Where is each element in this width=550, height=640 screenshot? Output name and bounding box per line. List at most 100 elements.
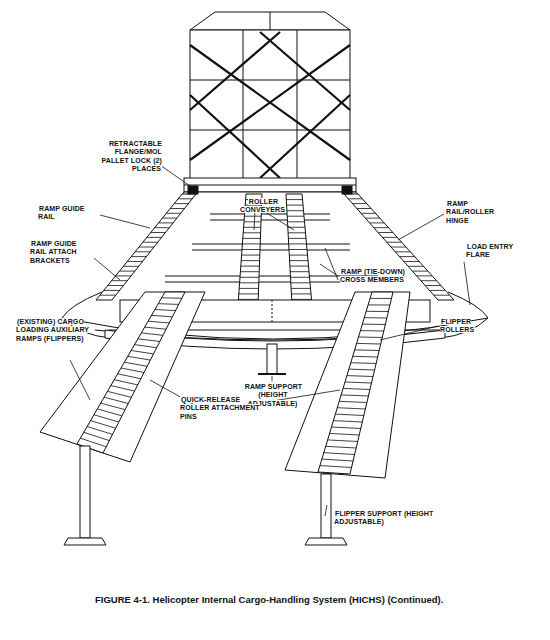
roller <box>124 362 147 366</box>
roller <box>364 317 387 318</box>
roller <box>158 303 179 305</box>
roller <box>166 213 180 214</box>
part-label: QUICK-RELEASE ROLLER ATTACHMENT PINS <box>180 396 260 420</box>
roller <box>104 290 120 291</box>
part-label: LOAD ENTRY FLARE <box>466 243 513 258</box>
roller <box>408 266 423 267</box>
roller <box>241 266 260 267</box>
roller <box>143 242 158 243</box>
roller <box>291 293 311 294</box>
roller <box>288 221 305 222</box>
roller <box>291 277 310 278</box>
roller <box>387 242 402 243</box>
roller <box>383 237 398 238</box>
roller <box>84 432 110 440</box>
label-box: RAMP GUIDE RAIL ATTACH BRACKETS <box>30 240 94 265</box>
roller <box>328 440 358 442</box>
roller <box>239 288 258 289</box>
roller <box>121 368 144 373</box>
roller <box>359 337 383 339</box>
roller <box>139 247 154 248</box>
roller <box>242 243 260 244</box>
roller <box>141 333 163 335</box>
roller <box>288 238 306 239</box>
roller <box>240 271 259 272</box>
roller <box>170 208 184 209</box>
roller <box>80 438 106 447</box>
roller <box>343 388 370 389</box>
part-label: RAMP GUIDE RAIL ATTACH BRACKETS <box>30 240 77 264</box>
roller <box>244 221 261 222</box>
roller <box>287 216 304 217</box>
roller <box>244 216 261 217</box>
roller <box>348 198 362 199</box>
roller <box>345 382 372 383</box>
part-label: RAMP SUPPORT (HEIGHT ADJUSTABLE) <box>244 383 302 407</box>
roller <box>361 213 375 214</box>
roller <box>339 401 367 402</box>
roller <box>337 408 365 409</box>
roller <box>391 247 406 248</box>
roller <box>162 297 182 298</box>
roller <box>108 285 124 286</box>
roller <box>324 453 355 455</box>
roller <box>357 208 371 209</box>
roller <box>163 218 177 219</box>
roller-strokes <box>80 199 449 468</box>
roller <box>244 227 261 228</box>
roller <box>357 343 381 345</box>
roller <box>135 345 157 348</box>
roller <box>400 256 415 257</box>
label-box: RETRACTABLE FLANGE/MOL PALLET LOCK (2) P… <box>100 140 162 174</box>
roller <box>114 380 138 385</box>
roller <box>289 255 307 256</box>
roller <box>365 218 379 219</box>
roller <box>145 327 166 329</box>
part-label: RAMP GUIDE RAIL <box>38 205 85 220</box>
roller <box>417 275 433 276</box>
part-label: (EXISTING) CARGO LOADING AUXILIARY RAMPS… <box>16 318 89 342</box>
roller <box>421 280 437 281</box>
roller <box>347 375 373 377</box>
roller <box>335 414 363 415</box>
roller <box>148 321 169 323</box>
roller <box>111 386 135 392</box>
roller <box>425 285 441 286</box>
part-label: RAMP RAIL/ROLLER HINGE <box>446 200 494 224</box>
roller <box>91 421 116 429</box>
roller <box>355 349 380 351</box>
part-label: FLIPPER SUPPORT (HEIGHT ADJUSTABLE) <box>334 510 433 525</box>
roller <box>287 205 303 206</box>
part-label: FLIPPER ROLLERS <box>440 318 475 333</box>
roller <box>290 260 308 261</box>
roller <box>239 293 259 294</box>
roller <box>326 446 356 448</box>
roller <box>104 397 128 403</box>
roller <box>374 227 389 228</box>
roller <box>116 275 132 276</box>
roller <box>286 199 302 200</box>
label-box: RAMP RAIL/ROLLER HINGE <box>446 200 504 225</box>
roller <box>332 427 361 429</box>
roller <box>155 310 176 311</box>
roller <box>155 227 170 228</box>
roller <box>378 232 393 233</box>
label-box: QUICK-RELEASE ROLLER ATTACHMENT PINS <box>180 396 260 421</box>
roller <box>366 311 388 312</box>
roller <box>100 295 116 296</box>
roller <box>94 415 119 422</box>
roller <box>243 232 260 233</box>
roller <box>243 238 261 239</box>
label-box: LOAD ENTRY FLARE <box>466 243 516 260</box>
roller <box>101 403 125 410</box>
roller <box>395 251 410 252</box>
roller <box>135 251 150 252</box>
roller <box>87 427 112 435</box>
roller <box>240 277 259 278</box>
figure-caption: FIGURE 4-1. Helicopter Internal Cargo-Ha… <box>95 594 443 605</box>
roller <box>434 295 450 296</box>
roller <box>128 356 151 360</box>
label-box: (EXISTING) CARGO LOADING AUXILIARY RAMPS… <box>16 318 94 343</box>
roller <box>370 222 385 223</box>
